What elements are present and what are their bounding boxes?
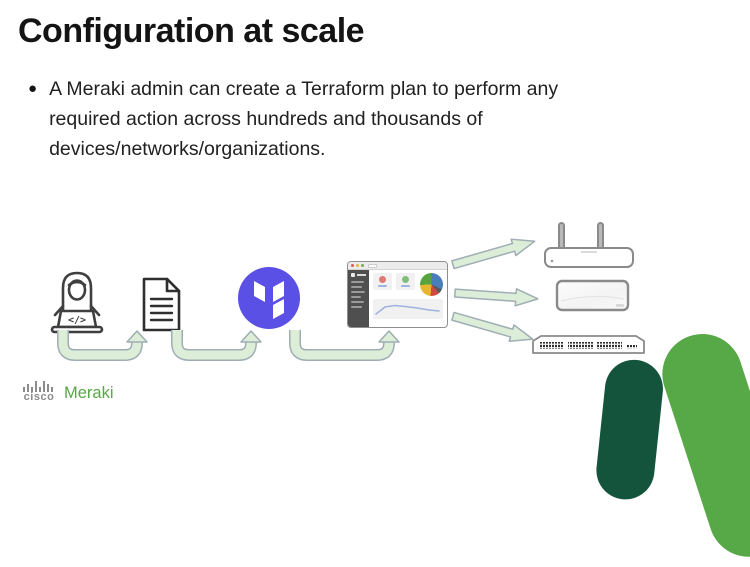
status-card-alert xyxy=(373,273,392,290)
u-flow-arrow-icon xyxy=(171,330,262,361)
document-icon xyxy=(142,277,181,332)
switch-node xyxy=(531,334,646,356)
sidebar-menu-item xyxy=(351,296,361,298)
page-title: Configuration at scale xyxy=(18,12,365,50)
sidebar-menu-item xyxy=(351,286,362,288)
arrow-to-switch xyxy=(449,306,537,349)
card-label-bar xyxy=(401,285,410,287)
flow-arrow-file-to-terraform xyxy=(165,330,265,368)
window-minimize-icon xyxy=(356,264,359,267)
u-flow-arrow-icon xyxy=(57,330,148,361)
switch-icon xyxy=(532,335,645,354)
flow-arrow-terraform-to-dashboard xyxy=(283,330,403,368)
meraki-wordmark: Meraki xyxy=(64,384,114,402)
sidebar-menu-item xyxy=(351,291,365,293)
window-maximize-icon xyxy=(361,264,364,267)
bullet-text: A Meraki admin can create a Terraform pl… xyxy=(49,78,559,160)
dashboard-body xyxy=(348,270,447,327)
access-point-node xyxy=(555,279,630,312)
dashboard-main xyxy=(369,270,447,327)
browser-topbar xyxy=(348,262,447,270)
sidebar-menu-item xyxy=(351,306,362,308)
u-flow-arrow-icon xyxy=(289,330,400,361)
dashboard-logo-mark xyxy=(351,273,355,277)
sidebar-menu-item xyxy=(351,301,364,303)
cisco-logo: cisco xyxy=(22,381,56,403)
flow-arrow-dev-to-file xyxy=(51,330,151,368)
alert-status-dot xyxy=(379,276,386,283)
dashboard-logo-text xyxy=(356,273,366,277)
browser-tab xyxy=(368,263,377,268)
card-label-bar xyxy=(378,285,387,287)
window-close-icon xyxy=(351,264,354,267)
bullet-marker: ● xyxy=(28,80,38,97)
straight-arrow-icon xyxy=(453,288,539,307)
meraki-dashboard-node xyxy=(347,261,448,328)
bullet-item: ● A Meraki admin can create a Terraform … xyxy=(28,74,608,164)
wireless-gateway-node xyxy=(543,221,635,269)
terraform-node xyxy=(237,266,301,330)
laptop-code-glyph: </> xyxy=(68,315,86,326)
straight-arrow-icon xyxy=(451,311,534,343)
cisco-wordmark: cisco xyxy=(23,391,55,403)
cisco-meraki-logo: cisco Meraki xyxy=(22,381,114,403)
arrow-to-access-point xyxy=(453,283,540,309)
status-card-ok xyxy=(396,273,415,290)
terraform-logo-icon xyxy=(238,267,300,329)
cisco-bars-icon xyxy=(23,381,53,392)
config-file-node xyxy=(137,276,185,334)
arrow-to-gateway xyxy=(449,231,539,274)
dashboard-sidebar xyxy=(348,270,369,327)
pie-chart xyxy=(420,273,443,296)
ok-status-dot xyxy=(402,276,409,283)
access-point-icon xyxy=(555,279,630,312)
dashboard-logo xyxy=(351,273,366,277)
slide-canvas: { "slide": { "title": "Configuration at … xyxy=(18,12,750,567)
straight-arrow-icon xyxy=(451,238,536,270)
sidebar-menu-item xyxy=(351,281,364,283)
line-chart xyxy=(373,299,443,319)
wireless-gateway-icon xyxy=(544,222,634,268)
